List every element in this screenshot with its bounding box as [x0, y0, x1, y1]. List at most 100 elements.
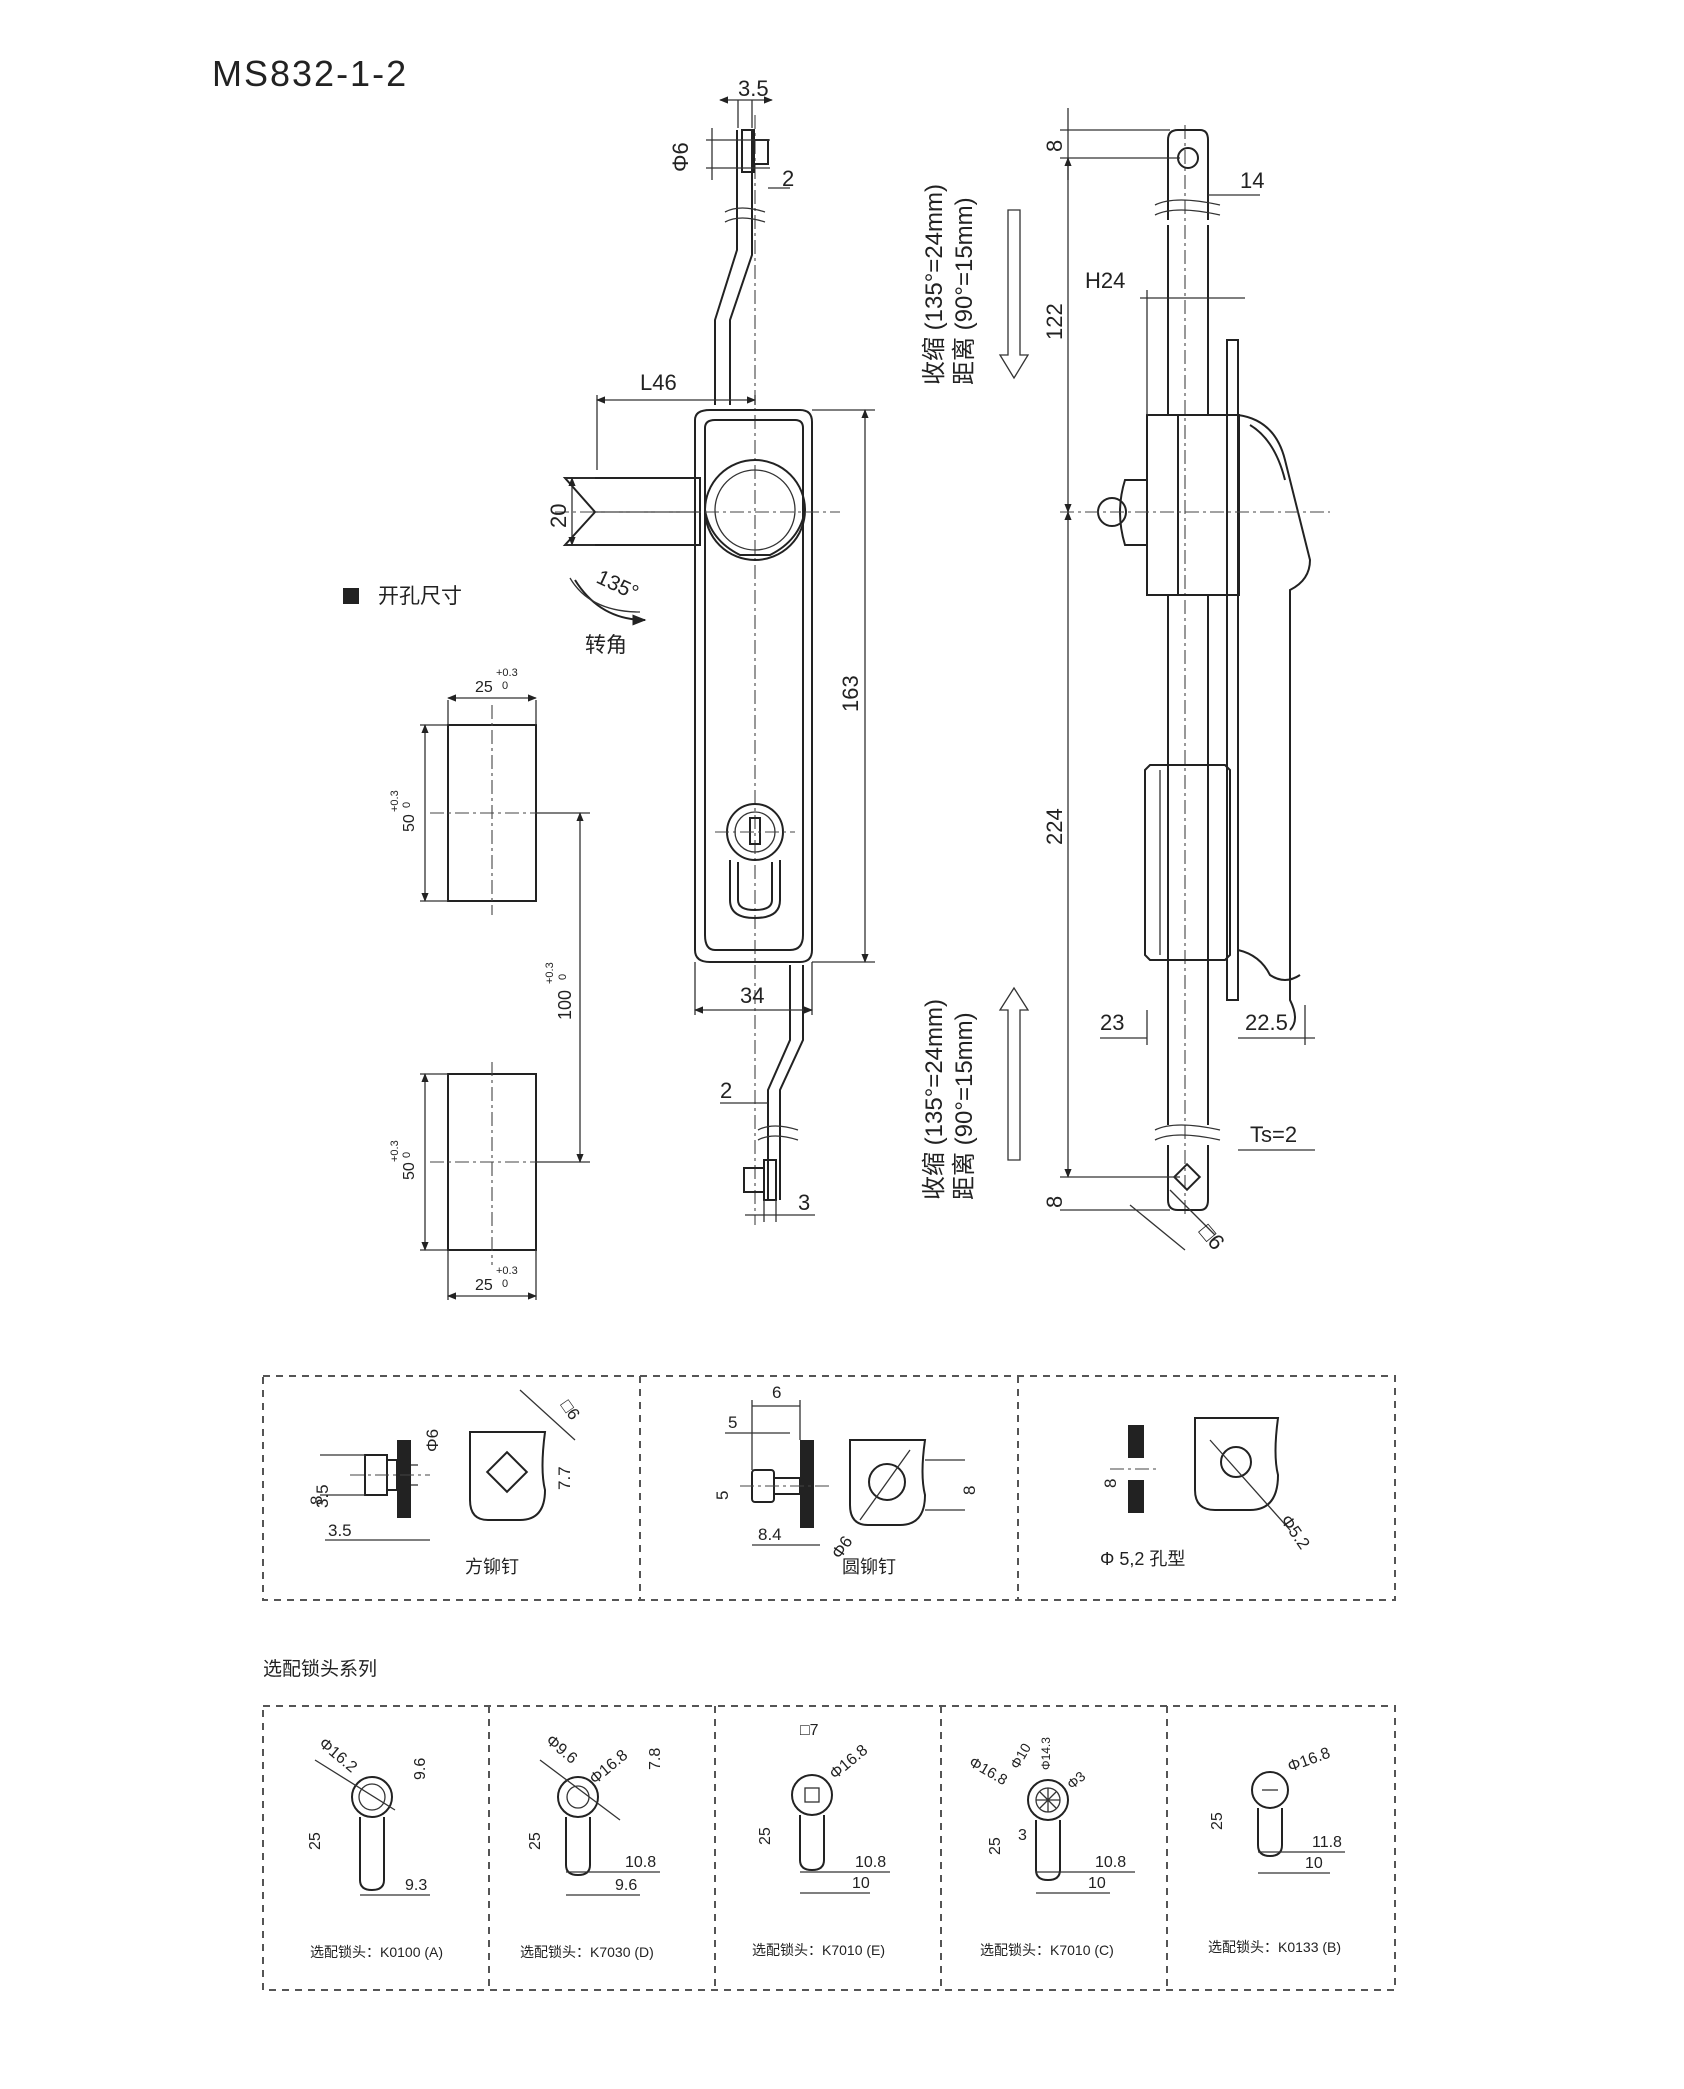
lockC-caption: 选配锁头：K7010 (C) [980, 1942, 1114, 1958]
lockA-caption: 选配锁头：K0100 (A) [310, 1944, 443, 1960]
lockB-caption: 选配锁头：K0133 (B) [1208, 1939, 1341, 1955]
cutout-width-top: 25 [475, 679, 493, 696]
rivet-panel-round: 6 5 5 8.4 Φ6 8 圆铆钉 [713, 1383, 979, 1577]
cutout-view: 开孔尺寸 25 +0.3 0 50 +0.3 0 100 +0.3 0 50 +… [343, 585, 590, 1300]
dim-22-5: 22.5 [1245, 1010, 1288, 1035]
cutout-height-top: 50 [401, 814, 418, 832]
rivet1-dim-phi6: Φ6 [423, 1429, 442, 1452]
rivet3-caption: Φ 5,2 孔型 [1100, 1549, 1185, 1569]
lockC-dim-phi14-3: Φ14.3 [1039, 1737, 1053, 1770]
square-bullet-icon [343, 588, 359, 604]
rivet2-dim-8-4: 8.4 [758, 1525, 782, 1544]
lockE-dim-10-8: 10.8 [855, 1854, 886, 1871]
lockE-dim-sq7: □7 [800, 1722, 819, 1739]
lockA-dim-25: 25 [307, 1832, 324, 1850]
lockC-dim-phi10: Φ10 [1007, 1740, 1034, 1771]
dim-20: 20 [546, 504, 571, 528]
cutout-height-bottom-tol: +0.3 [389, 1140, 401, 1162]
lockE-dim-25: 25 [757, 1827, 774, 1845]
lock-option-k7010-c: Φ16.8 Φ10 Φ14.3 Φ3 25 3 10.8 10 选配锁头：K70… [966, 1737, 1135, 1958]
lockC-dim-10: 10 [1088, 1875, 1106, 1892]
page-title: MS832-1-2 [212, 53, 408, 94]
dim-ts2: Ts=2 [1250, 1122, 1297, 1147]
lockB-dim-10: 10 [1305, 1855, 1323, 1872]
retract-top-line1: 收缩 (135°=24mm) [921, 184, 948, 385]
dim-163: 163 [838, 675, 863, 712]
dim-2-top: 2 [782, 166, 794, 191]
rivet2-dim-5b: 5 [713, 1491, 732, 1500]
dim-8-top: 8 [1042, 140, 1067, 152]
rivet-table: 3.5 Φ6 □6 8 7.7 3.5 方铆钉 6 5 5 8.4 [262, 1375, 1396, 1601]
cutout-width-bottom-tol: +0.3 [496, 1265, 518, 1277]
dim-H24: H24 [1085, 268, 1125, 293]
cutout-width-bottom: 25 [475, 1277, 493, 1294]
dim-3-bottom: 3 [798, 1190, 810, 1215]
lockD-dim-9-6: 9.6 [615, 1877, 637, 1894]
cutout-spacing-tol: +0.3 [544, 962, 556, 984]
dim-34: 34 [740, 983, 764, 1008]
dim-8-bottom: 8 [1042, 1196, 1067, 1208]
lockB-dim-25: 25 [1209, 1812, 1226, 1830]
cutout-width-bottom-tol0: 0 [502, 1278, 508, 1290]
lockB-dim-phi16-8: Φ16.8 [1286, 1745, 1333, 1776]
rivet1-dim-7-7: 7.7 [555, 1466, 574, 1490]
rivet2-dim-8: 8 [960, 1486, 979, 1495]
lockD-dim-25: 25 [527, 1832, 544, 1850]
lockC-dim-phi16-8: Φ16.8 [966, 1754, 1010, 1789]
lockA-dim-phi16-2: Φ16.2 [315, 1735, 360, 1776]
rivet-panel-square: 3.5 Φ6 □6 8 7.7 3.5 方铆钉 [307, 1389, 584, 1577]
lockD-dim-phi16-8: Φ16.8 [587, 1747, 632, 1788]
dim-23: 23 [1100, 1010, 1124, 1035]
lockD-dim-7-8: 7.8 [647, 1748, 664, 1770]
rotation-angle-label: 135° [593, 566, 642, 605]
rivet3-dim-8: 8 [1101, 1479, 1120, 1488]
rivet1-dim-8: 8 [307, 1496, 326, 1505]
lock-option-k0133: Φ16.8 25 11.8 10 选配锁头：K0133 (B) [1208, 1745, 1345, 1955]
dim-sq6: □6 [1194, 1219, 1230, 1255]
lock-option-k0100: Φ16.2 9.6 25 9.3 选配锁头：K0100 (A) [307, 1735, 443, 1960]
dim-224: 224 [1042, 808, 1067, 845]
dim-phi6-top: Φ6 [668, 142, 693, 172]
rotation-caption: 转角 [585, 634, 627, 657]
lockC-dim-3: 3 [1018, 1827, 1027, 1844]
lockA-dim-9-3: 9.3 [405, 1877, 427, 1894]
rivet3-dim-phi5-2: Φ5.2 [1277, 1511, 1314, 1552]
lock-option-k7030: Φ9.6 Φ16.8 7.8 25 10.8 9.6 选配锁头：K7030 (D… [520, 1732, 664, 1960]
lockA-dim-9-6: 9.6 [412, 1758, 429, 1780]
cutout-width-top-tol: +0.3 [496, 667, 518, 679]
lockD-caption: 选配锁头：K7030 (D) [520, 1944, 654, 1960]
rivet1-dim-3-5: 3.5 [328, 1521, 352, 1540]
retract-top-line2: 距离 (90°=15mm) [951, 197, 978, 385]
dim-3-5-top: 3.5 [738, 76, 769, 101]
dim-14: 14 [1240, 168, 1264, 193]
retract-bottom-line2: 距离 (90°=15mm) [951, 1012, 978, 1200]
rivet2-dim-6: 6 [772, 1383, 781, 1402]
cutout-spacing-tol0: 0 [557, 974, 569, 980]
cutout-height-bottom: 50 [401, 1162, 418, 1180]
side-view: 8 14 H24 122 224 23 22.5 Ts=2 8 □6 [1042, 108, 1330, 1255]
lockB-dim-11-8: 11.8 [1312, 1834, 1342, 1851]
cutout-spacing-100: 100 [555, 990, 575, 1020]
lockD-dim-phi9-6: Φ9.6 [542, 1732, 580, 1768]
lockE-caption: 选配锁头：K7010 (E) [752, 1942, 885, 1958]
lock-option-k7010-e: □7 Φ16.8 25 10.8 10 选配锁头：K7010 (E) [752, 1722, 890, 1958]
retract-bottom-line1: 收缩 (135°=24mm) [921, 999, 948, 1200]
lock-series-table: Φ16.2 9.6 25 9.3 选配锁头：K0100 (A) Φ9.6 Φ16… [262, 1705, 1396, 1991]
front-view: 3.5 Φ6 2 L46 [546, 76, 1030, 1225]
rivet2-dim-5a: 5 [728, 1413, 737, 1432]
rivet1-caption: 方铆钉 [465, 1557, 519, 1577]
lockC-dim-10-8: 10.8 [1095, 1854, 1126, 1871]
lock-series-heading: 选配锁头系列 [263, 1658, 377, 1680]
dim-L46: L46 [640, 370, 677, 395]
cutout-height-top-tol: +0.3 [389, 790, 401, 812]
lockC-dim-25: 25 [987, 1837, 1004, 1855]
rivet2-caption: 圆铆钉 [842, 1557, 896, 1577]
cutout-width-top-tol0: 0 [502, 680, 508, 692]
cutout-heading: 开孔尺寸 [378, 585, 462, 608]
cutout-height-bottom-tol0: 0 [401, 1152, 413, 1158]
cutout-height-top-tol0: 0 [401, 802, 413, 808]
lockD-dim-10-8: 10.8 [625, 1854, 656, 1871]
lockE-dim-10: 10 [852, 1875, 870, 1892]
rivet1-dim-sq6: □6 [557, 1396, 584, 1423]
rivet1-dim-0: 3.5 [313, 1484, 332, 1508]
